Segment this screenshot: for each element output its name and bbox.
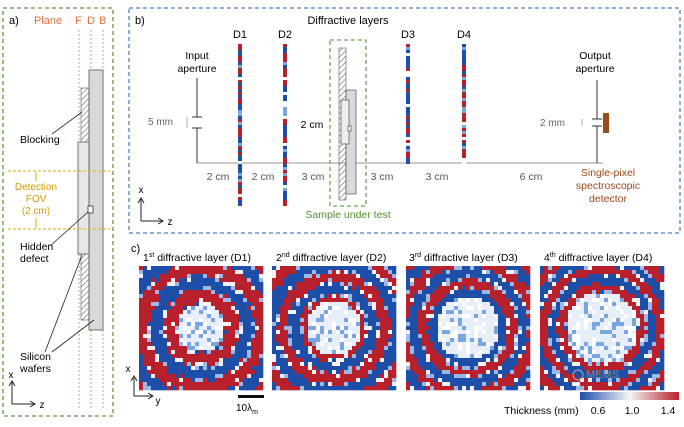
input-aperture-label-1: Input xyxy=(185,50,208,62)
fov-text-2: FOV xyxy=(26,194,47,205)
plane-letter-b: B xyxy=(99,15,106,27)
colorbar-tick-max: 1.4 xyxy=(661,405,676,417)
wafer-leader-2 xyxy=(51,319,95,353)
layer-pattern-d2 xyxy=(272,266,397,391)
distance-1: 2 cm xyxy=(207,171,230,183)
hidden-defect-mark xyxy=(87,205,94,214)
plane-label: Plane xyxy=(34,15,62,27)
scale-bar xyxy=(238,395,264,398)
fov-text-1: Detection xyxy=(15,182,57,193)
colorbar-tick-min: 0.6 xyxy=(591,405,606,417)
panel-a: a) Plane F D B Detection FOV (2 cm) Bloc… xyxy=(2,7,114,417)
distance-3: 3 cm xyxy=(302,171,325,183)
hidden-defect-label-1: Hidden xyxy=(20,241,53,253)
layer-pattern-d3 xyxy=(406,266,531,391)
layer-title-d2: 2nd diffractive layer (D2) xyxy=(276,252,386,264)
output-aperture-label-1: Output xyxy=(579,50,611,62)
layer-title-d1: 1st diffractive layer (D1) xyxy=(143,252,251,264)
colorbar-tick-mid: 1.0 xyxy=(625,405,640,417)
fov-text-3: (2 cm) xyxy=(22,206,50,217)
silicon-wafer-back xyxy=(88,69,104,331)
panel-b-border xyxy=(128,7,681,234)
scale-bar-label: 10λm xyxy=(236,403,258,416)
diffractive-layer-columns xyxy=(238,44,466,206)
thickness-colorbar xyxy=(580,392,679,400)
watermark-icon xyxy=(572,369,584,381)
sample-wafer-front xyxy=(340,99,350,145)
layer-title-d4: 4th diffractive layer (D4) xyxy=(544,252,652,264)
layer-pattern-d1 xyxy=(139,266,264,391)
hidden-defect-leader xyxy=(49,211,89,247)
layer-label-d3: D3 xyxy=(401,29,415,41)
blocking-label: Blocking xyxy=(20,134,60,146)
output-aperture-label-2: aperture xyxy=(575,63,614,75)
panel-c: c) 1st diffractive layer (D1) 2nd diffra… xyxy=(126,243,679,417)
thickness-label: Thickness (mm) xyxy=(504,405,579,417)
axis-a: x z xyxy=(9,370,45,411)
distance-4: 3 cm xyxy=(371,171,394,183)
diffractive-layer-patterns xyxy=(139,266,665,391)
silicon-wafer-front xyxy=(77,141,90,255)
sample-defect xyxy=(347,125,352,132)
sample-label: Sample under test xyxy=(305,209,390,221)
axis-a-z: z xyxy=(40,400,45,411)
wafer-leader-1 xyxy=(44,254,83,353)
detector-label-2: spectroscopic xyxy=(576,180,640,192)
axis-a-x: x xyxy=(9,370,14,381)
axis-c-x: x xyxy=(126,364,131,375)
distance-2: 2 cm xyxy=(252,171,275,183)
output-size-label: 2 mm xyxy=(540,118,565,129)
distance-6: 6 cm xyxy=(520,171,543,183)
hidden-defect-label-2: defect xyxy=(20,253,49,265)
axis-b-x: x xyxy=(139,185,144,196)
panel-b: b) Diffractive layers D1 D2 D3 D4 Input … xyxy=(128,7,681,234)
silicon-wafers-label-1: Silicon xyxy=(20,351,51,363)
sample-box xyxy=(329,39,367,207)
axis-c: x y xyxy=(126,364,161,407)
diffractive-layers-title: Diffractive layers xyxy=(307,15,389,27)
detector-label-3: detector xyxy=(589,193,627,205)
watermark: MEMS xyxy=(586,369,619,381)
plane-letter-f: F xyxy=(75,15,82,27)
sample-height-label: 2 cm xyxy=(301,119,324,131)
layer-pattern-d4 xyxy=(540,266,665,391)
axis-b-z: z xyxy=(168,217,173,228)
layer-label-d1: D1 xyxy=(233,29,247,41)
axis-c-y: y xyxy=(156,396,161,407)
layer-label-d2: D2 xyxy=(278,29,292,41)
distance-5: 3 cm xyxy=(426,171,449,183)
layer-title-d3: 3rd diffractive layer (D3) xyxy=(409,252,518,264)
panel-c-label: c) xyxy=(131,243,140,255)
axis-b: x z xyxy=(137,185,173,228)
silicon-wafers-label-2: wafers xyxy=(19,363,51,375)
detector-icon xyxy=(603,113,609,133)
panel-a-label: a) xyxy=(9,15,19,27)
detector-label-1: Single-pixel xyxy=(581,167,635,179)
blocking-leader xyxy=(51,111,83,135)
input-size-label: 5 mm xyxy=(148,117,173,128)
input-aperture-label-2: aperture xyxy=(177,63,216,75)
panel-b-label: b) xyxy=(135,15,145,27)
layer-label-d4: D4 xyxy=(457,29,471,41)
plane-letter-d: D xyxy=(87,15,95,27)
